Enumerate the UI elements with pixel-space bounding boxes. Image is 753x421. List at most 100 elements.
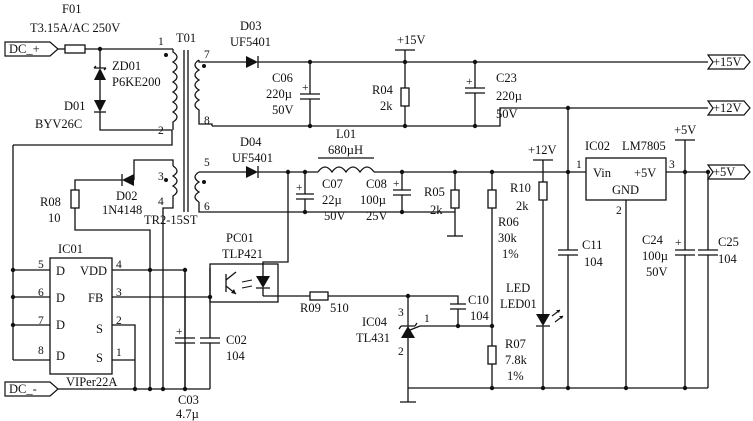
svg-text:+: + — [176, 326, 183, 338]
rail-5v-label: +5V — [674, 123, 696, 172]
l01-value: 680µH — [328, 143, 363, 157]
capacitor-c06: + C06 220µ 50V — [266, 59, 320, 126]
rail-15v-text: +15V — [397, 33, 426, 47]
c24-value: 100µ — [642, 249, 668, 263]
r07-ref: R07 — [505, 337, 526, 351]
ic01-pin7: 7 — [38, 315, 44, 327]
r08-value: 10 — [48, 211, 61, 225]
d01-ref: D01 — [64, 99, 86, 113]
svg-text:+: + — [393, 178, 400, 190]
led-name: LED — [506, 281, 530, 295]
d04-value: UF5401 — [232, 151, 273, 165]
optocoupler-pc01: PC01 TLP421 — [209, 231, 279, 303]
t01-pin4: 4 — [158, 196, 164, 208]
pc01-model: TLP421 — [222, 247, 263, 261]
ic04-pin2: 2 — [398, 346, 404, 358]
ic04-tl431: IC04 TL431 3 1 2 — [356, 307, 430, 388]
r04-value: 2k — [380, 99, 393, 113]
ic01-d2: D — [56, 291, 65, 305]
ic01-pin4: 4 — [116, 259, 122, 271]
capacitor-c02: C02 104 — [200, 294, 247, 389]
dc-plus-label: DC_+ — [9, 42, 40, 56]
rail-15v-label: +15V — [395, 33, 426, 65]
ic01-pin6: 6 — [38, 287, 44, 299]
led-ref: LED01 — [500, 297, 537, 311]
ic01-d1: D — [56, 264, 65, 278]
t01-pin2: 2 — [158, 125, 164, 137]
capacitor-c24: + C24 100µ 50V — [642, 169, 695, 388]
c02-ref: C02 — [226, 333, 247, 347]
ic01-vdd: VDD — [80, 264, 107, 278]
r07-value: 7.8k — [505, 353, 528, 367]
c11-value: 104 — [584, 255, 604, 269]
l01-ref: L01 — [336, 127, 356, 141]
zd01-value: P6KE200 — [112, 75, 161, 89]
c10-value: 104 — [470, 309, 490, 323]
ic02-vin: Vin — [593, 166, 612, 180]
out12-port: +12V — [565, 100, 751, 116]
diode-d04: D04 UF5401 — [232, 135, 318, 178]
ic01-pin2: 2 — [116, 315, 122, 327]
ic01-d3: D — [56, 318, 65, 332]
r10-ref: R10 — [510, 181, 531, 195]
r06-tol: 1% — [502, 247, 519, 261]
c03-ref: C03 — [178, 393, 199, 407]
pc01-ref: PC01 — [226, 231, 254, 245]
c06-ref: C06 — [272, 71, 293, 85]
transformer-t01: T01 TR2-15ST 1 2 3 4 7 8 5 6 — [144, 31, 455, 227]
r07-tol: 1% — [507, 369, 524, 383]
diode-d02: D02 1N4148 — [74, 159, 174, 217]
ic02-vout: +5V — [634, 166, 656, 180]
c11-ref: C11 — [582, 238, 602, 252]
inductor-l01: L01 680µH — [317, 127, 586, 174]
t01-pin3: 3 — [158, 171, 164, 183]
svg-text:+: + — [675, 237, 682, 249]
rail-12v-text: +12V — [528, 143, 557, 157]
ic02-pin1: 1 — [576, 159, 582, 171]
d04-ref: D04 — [240, 135, 262, 149]
capacitor-c23: + C23 220µ 50V — [465, 59, 522, 126]
t01-pin1: 1 — [158, 36, 164, 48]
wire-source — [112, 324, 136, 388]
capacitor-c25: C25 104 — [698, 169, 739, 388]
r08-ref: R08 — [40, 195, 61, 209]
resistor-r10: R10 2k — [510, 172, 548, 310]
capacitor-c07: + C07 22µ 50V — [296, 169, 346, 223]
ic01-viper22a: IC01 VIPer22A D D D D VDD FB S S 5 6 7 8… — [10, 130, 173, 389]
r06-value: 30k — [498, 231, 518, 245]
resistor-r04: R04 2k — [372, 62, 410, 126]
c08-volt: 25V — [366, 209, 388, 223]
c23-ref: C23 — [496, 71, 517, 85]
c23-value: 220µ — [496, 89, 522, 103]
c06-volt: 50V — [272, 103, 294, 117]
resistor-r05: R05 2k — [424, 169, 463, 237]
t01-ref: T01 — [176, 31, 196, 45]
ic02-lm7805: IC02 LM7805 Vin +5V GND 1 2 3 — [576, 139, 708, 388]
r05-ref: R05 — [424, 185, 445, 199]
ic01-d4: D — [56, 349, 65, 363]
c24-volt: 50V — [646, 265, 668, 279]
r05-value: 2k — [430, 203, 443, 217]
c08-value: 100µ — [360, 193, 386, 207]
svg-text:+: + — [466, 76, 473, 88]
r09-value: 510 — [330, 301, 349, 315]
d01-value: BYV26C — [35, 117, 82, 131]
c03-value: 4.7µ — [176, 407, 199, 421]
c07-value: 22µ — [322, 193, 342, 207]
t01-pin5: 5 — [204, 157, 210, 169]
ic02-ref: IC02 — [585, 139, 610, 153]
dc-minus-port: DC_- — [4, 381, 59, 397]
resistor-r08: R08 10 — [40, 189, 151, 268]
fuse-ref: F01 — [62, 2, 81, 16]
t01-model: TR2-15ST — [144, 213, 198, 227]
ic02-pin3: 3 — [669, 159, 675, 171]
dc-minus-label: DC_- — [9, 382, 37, 396]
wire-fb — [112, 268, 211, 298]
ic01-pin1: 1 — [116, 347, 122, 359]
d03-ref: D03 — [240, 19, 262, 33]
ic04-model: TL431 — [356, 331, 390, 345]
capacitor-c03: + C03 4.7µ — [175, 267, 199, 421]
ic01-model: VIPer22A — [66, 375, 117, 389]
d02-value: 1N4148 — [102, 203, 142, 217]
out5-port: +5V — [706, 164, 751, 180]
